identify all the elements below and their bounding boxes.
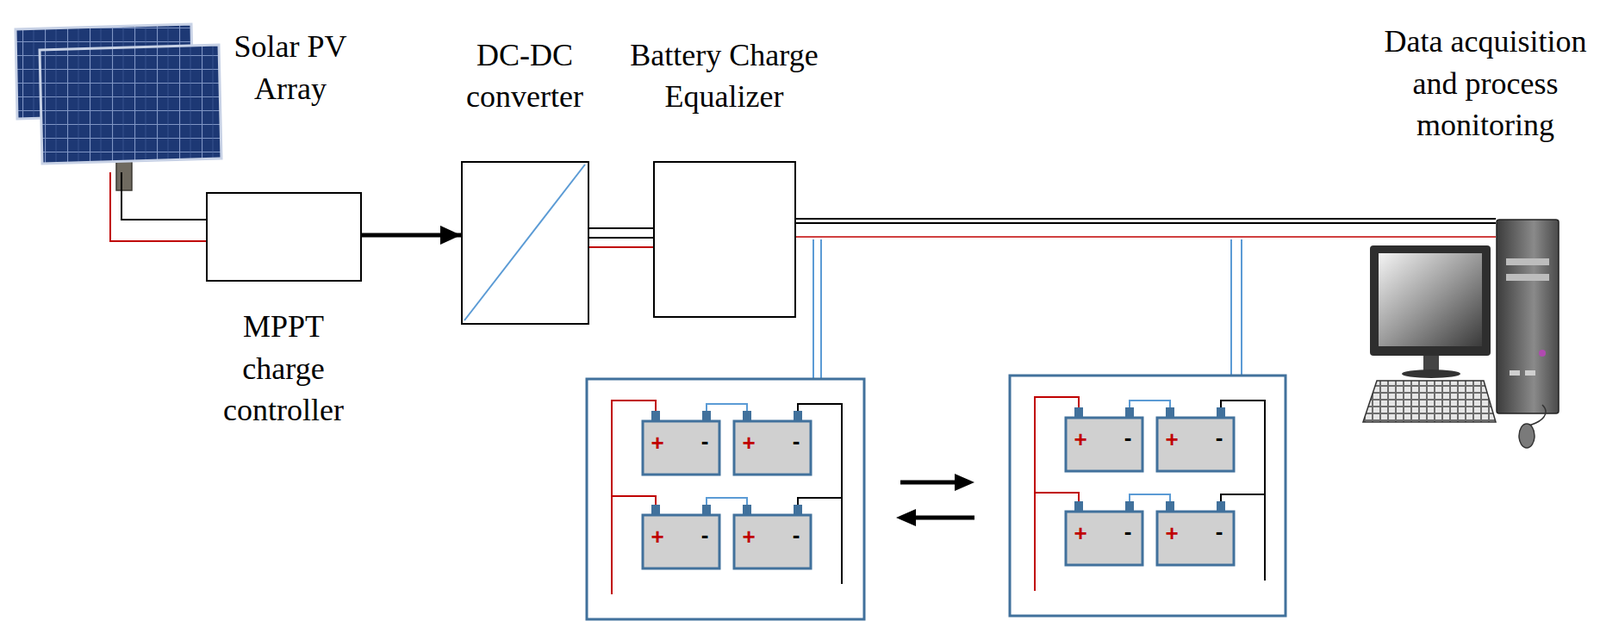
converter-symbol	[462, 162, 587, 323]
positive-sign: +	[647, 525, 667, 548]
monitor-base	[1401, 369, 1461, 379]
battery	[642, 515, 720, 569]
battery	[1065, 417, 1143, 472]
positive-sign: +	[1070, 428, 1090, 451]
pc-tower	[1496, 219, 1559, 414]
box-label: DC-DC converter	[438, 34, 611, 119]
positive-sign: +	[1070, 522, 1090, 545]
wire	[796, 222, 1496, 225]
flow-arrow	[361, 232, 461, 237]
positive-sign: +	[647, 431, 667, 455]
monitor	[1369, 245, 1491, 356]
wire	[589, 246, 654, 249]
positive-sign: +	[1162, 428, 1182, 451]
positive-sign: +	[739, 431, 759, 455]
battery-terminal	[1165, 407, 1175, 418]
battery-terminal	[742, 504, 752, 516]
battery	[734, 515, 811, 569]
negative-sign: -	[1209, 426, 1229, 449]
negative-sign: -	[1209, 520, 1229, 543]
wire	[589, 236, 654, 239]
battery	[1065, 511, 1143, 566]
arrow-head	[954, 473, 975, 492]
battery-terminal	[793, 410, 803, 422]
battery	[734, 421, 811, 475]
mouse	[1519, 423, 1535, 449]
series-link	[1129, 400, 1171, 408]
wire	[796, 217, 1496, 220]
battery-terminal	[1216, 407, 1226, 418]
wire	[796, 236, 1496, 238]
wire	[589, 227, 654, 230]
charge-controller-box: MPPT charge controller	[205, 192, 362, 282]
battery-terminal	[651, 504, 660, 516]
wire	[1231, 239, 1242, 376]
series-link	[706, 404, 748, 411]
exchange-arrows	[896, 473, 975, 527]
battery	[642, 421, 720, 475]
wire	[121, 172, 206, 220]
monitor-stand	[1423, 355, 1439, 372]
negative-sign: -	[1118, 426, 1138, 449]
battery-terminal	[702, 410, 711, 422]
battery-terminal	[702, 504, 711, 516]
array-label: Solar PV Array	[225, 25, 355, 110]
box-label: MPPT charge controller	[208, 305, 360, 432]
battery-terminal	[1216, 501, 1226, 512]
battery-bank	[586, 379, 865, 620]
equalizer-box: Battery Charge Equalizer	[653, 161, 797, 318]
converter-box: DC-DC converter	[460, 161, 590, 325]
battery-bank	[1009, 375, 1286, 617]
batteries	[611, 397, 1265, 595]
power-light	[1538, 349, 1546, 357]
negative-sign: -	[1118, 520, 1138, 543]
arrow	[900, 480, 959, 486]
port	[1509, 370, 1520, 376]
battery	[1157, 417, 1234, 472]
negative-sign: -	[786, 429, 806, 453]
positive-sign: +	[739, 525, 759, 548]
battery-terminal	[1125, 407, 1134, 418]
port	[1525, 370, 1536, 376]
battery-terminal	[1074, 407, 1084, 418]
computer	[1363, 219, 1559, 449]
solar-panel	[39, 44, 222, 164]
negative-sign: -	[786, 523, 806, 547]
battery-terminal	[1125, 501, 1134, 512]
battery-terminal	[1074, 501, 1084, 512]
drive-bay	[1506, 273, 1550, 281]
drive-bay	[1506, 258, 1550, 266]
series-link	[1129, 494, 1171, 502]
battery-terminal	[651, 410, 660, 422]
negative-sign: -	[695, 523, 715, 547]
battery-terminal	[742, 410, 752, 422]
negative-sign: -	[695, 429, 715, 453]
screen	[1378, 253, 1482, 347]
keyboard	[1363, 380, 1496, 423]
monitoring-label: Data acquisition and process monitoring	[1376, 20, 1594, 147]
arrow-head	[896, 509, 916, 527]
solar-pv-array	[15, 24, 222, 191]
series-link	[706, 498, 748, 505]
positive-sign: +	[1162, 522, 1182, 545]
arrow	[913, 516, 975, 521]
battery-terminal	[793, 504, 803, 516]
wire	[813, 239, 822, 380]
battery	[1157, 511, 1234, 566]
wire	[110, 172, 206, 242]
mouse-cable	[1528, 404, 1546, 426]
box-label: Battery Charge Equalizer	[614, 34, 835, 119]
battery-terminal	[1165, 501, 1175, 512]
